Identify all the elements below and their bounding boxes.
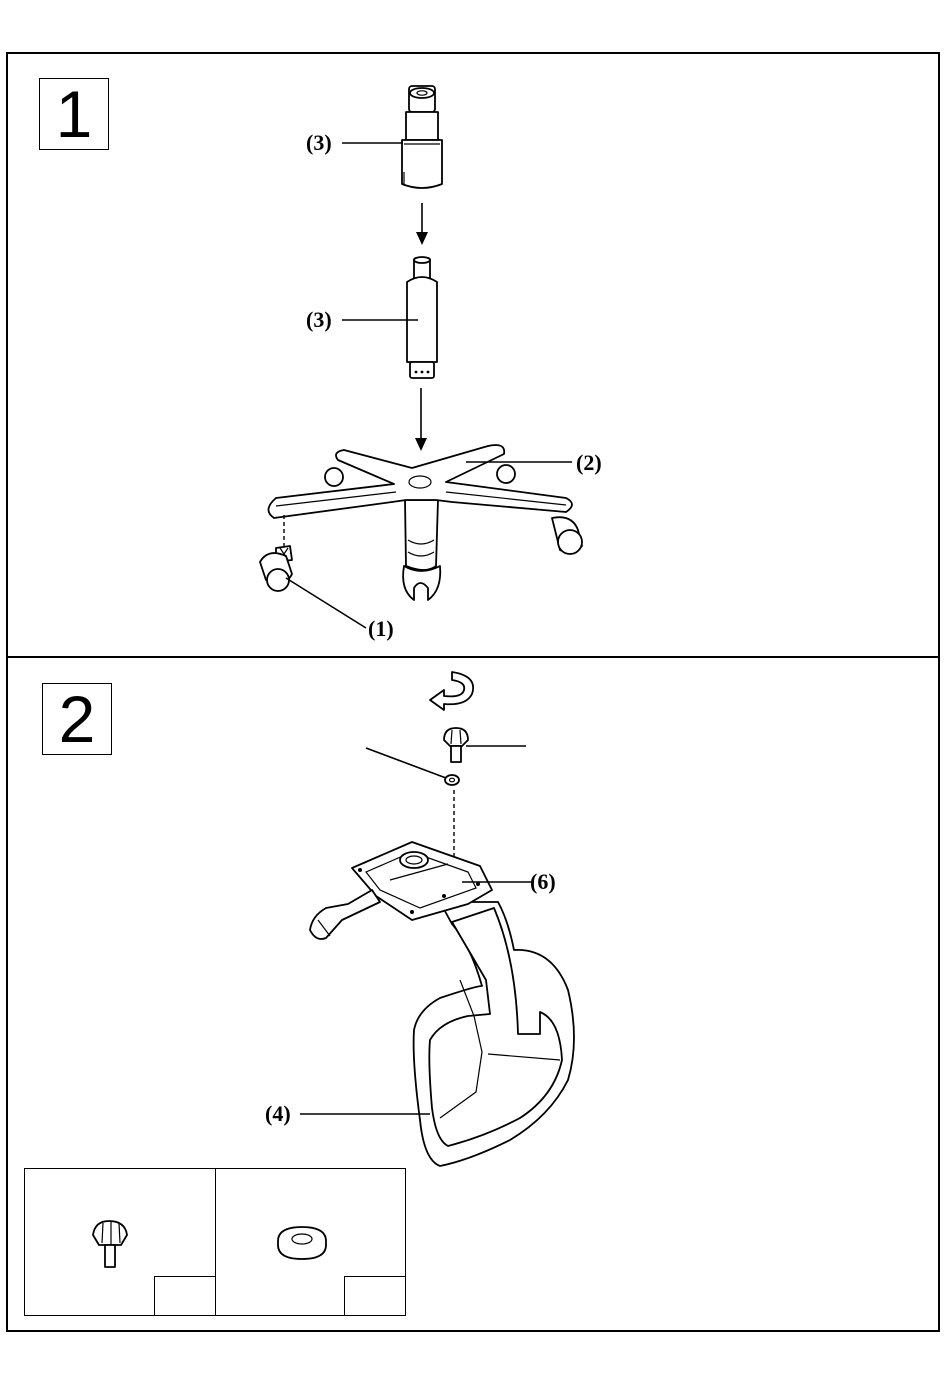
quantity-box-washer [344, 1276, 405, 1315]
callout-mechanism: (6) [530, 871, 556, 893]
leader-line [366, 748, 446, 778]
callout-seat-frame: (4) [265, 1103, 291, 1125]
washer-icon [445, 775, 459, 785]
hardware-legend [24, 1168, 406, 1316]
gas-lift-icon [407, 257, 437, 378]
legend-item-knob [25, 1169, 216, 1315]
arrow-down-icon [416, 203, 428, 245]
callout-caster: (1) [368, 618, 394, 640]
knob-bolt-icon [444, 728, 468, 762]
rotate-arrow-icon [430, 672, 473, 710]
legend-item-washer [216, 1169, 405, 1315]
callout-gas-lift-cover: (3) [306, 132, 332, 154]
callout-gas-lift: (3) [306, 309, 332, 331]
leader-line [286, 578, 366, 628]
callout-base: (2) [576, 452, 602, 474]
seat-frame-icon [414, 902, 574, 1166]
gas-lift-cover-icon [402, 86, 442, 188]
quantity-box-knob [154, 1276, 215, 1315]
five-star-base-icon [268, 445, 582, 600]
arrow-down-icon [415, 388, 427, 451]
